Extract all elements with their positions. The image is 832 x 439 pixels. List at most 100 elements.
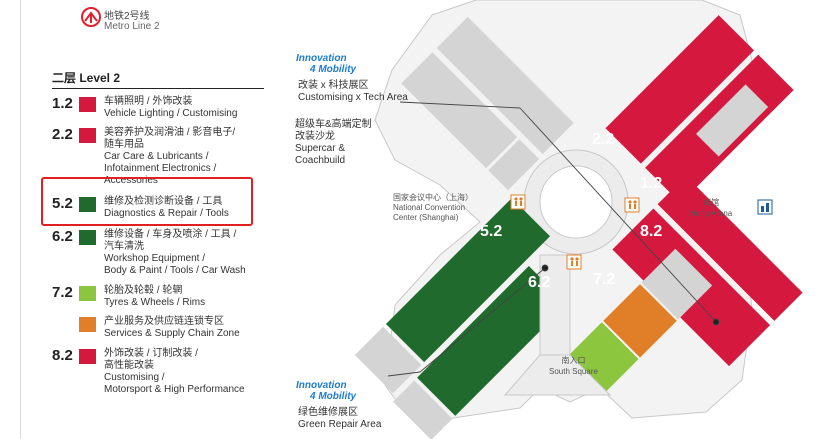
hall-grey-tr [696, 84, 769, 157]
legend-line: 高性能改装 [104, 360, 154, 371]
legend-line: Tyres & Wheels / Rims [104, 297, 206, 308]
legend-line: Services & Supply Chain Zone [104, 328, 240, 339]
supercar-cn1: 超级车&高端定制 [295, 119, 372, 130]
legend-color-swatch [79, 349, 96, 364]
legend-line: 轮胎及轮毂 / 轮辋 [104, 285, 183, 296]
leader-lines [387, 101, 720, 377]
hall-5-2-block[interactable] [385, 198, 551, 363]
legend-row-text: 美容养护及润滑油 / 影音电子/ 随车用品 Car Care & Lubrica… [104, 127, 235, 187]
south-entrance-cn: 南入口 [561, 356, 586, 365]
hall-number-2-2: 2.2 [592, 131, 614, 148]
innovation-top-badge: Innovation 4 Mobility [296, 53, 356, 75]
leader-dot-top [712, 318, 720, 326]
legend-color-swatch [79, 197, 96, 212]
south-entrance-label: 南入口 South Square [549, 355, 598, 377]
leader-line-top-diag [519, 107, 717, 323]
legend-row-text: 外饰改装 / 订制改装 / 高性能改装 Customising / Motors… [104, 348, 245, 396]
legend-line: 外饰改装 / 订制改装 / [104, 348, 198, 359]
hall-grey-bl-2 [393, 380, 453, 439]
metro-name-en: Metro Line 2 [104, 21, 160, 32]
lift-icon-south [566, 254, 582, 270]
metro-logo-icon [81, 7, 101, 27]
lift-icons [510, 194, 640, 270]
legend-hall-number: 5.2 [52, 195, 73, 212]
legend-line: Workshop Equipment / [104, 253, 205, 264]
legend-hall-number: 6.2 [52, 228, 73, 245]
legend-color-swatch [79, 317, 96, 332]
legend-line: Vehicle Lighting / Customising [104, 108, 238, 119]
legend-line: Car Care & Lubricants / [104, 151, 209, 162]
leader-dot-bottom [541, 264, 549, 272]
legend-line: 随车用品 [104, 139, 144, 150]
innovation-bottom-en: Green Repair Area [298, 419, 382, 430]
legend-line: Infotainment Electronics / [104, 163, 217, 174]
innovation-bottom-line1: Innovation [296, 380, 347, 391]
supercar-cn2: 改装沙龙 [295, 131, 335, 142]
central-plaza-inner [539, 165, 613, 239]
hong-arena-en: Hong Arena [690, 209, 733, 218]
legend-line: Accessories [104, 175, 158, 186]
innovation-bottom-badge: Innovation 4 Mobility [296, 380, 356, 402]
legend-row-text: 维修设备 / 车身及喷涂 / 工具 / 汽车清洗 Workshop Equipm… [104, 229, 246, 277]
legend-hall-number: 8.2 [52, 347, 73, 364]
innovation-top-line1: Innovation [296, 53, 347, 64]
hall-number-1-2: 1.2 [640, 175, 662, 192]
hall-arm-top-left [401, 16, 574, 191]
services-zone-block[interactable] [603, 284, 677, 358]
legend-line: Body & Paint / Tools / Car Wash [104, 265, 246, 276]
hall-number-7-2: 7.2 [593, 271, 615, 288]
legend-line: 维修及检测诊断设备 / 工具 [104, 196, 223, 207]
nc-cn: 国家会议中心（上海） [393, 193, 473, 202]
hall-grey-72 [641, 248, 713, 320]
legend-divider [52, 88, 264, 89]
legend-hall-number: 1.2 [52, 95, 73, 112]
hong-arena-cn: 虹馆 [703, 198, 720, 207]
legend-row-text: 维修及检测诊断设备 / 工具 Diagnostics & Repair / To… [104, 196, 229, 220]
supercar-en2: Coachbuild [295, 155, 346, 166]
hall-grey-tl-3 [436, 16, 574, 155]
legend-row-text: 产业服务及供应链连锁专区 Services & Supply Chain Zon… [104, 316, 240, 340]
legend-line: 美容养护及润滑油 / 影音电子/ [104, 127, 236, 138]
legend-hall-number: 7.2 [52, 284, 73, 301]
innovation-bottom-label: 绿色维修展区 Green Repair Area [298, 407, 381, 431]
legend-color-swatch [79, 97, 96, 112]
legend-line: 汽车清洗 [104, 241, 144, 252]
nc-label: 国家会议中心（上海） National Convention Center (S… [393, 193, 473, 223]
legend-line: Motorsport & High Performance [104, 384, 245, 395]
left-edge-line [20, 0, 21, 439]
legend-color-swatch [79, 286, 96, 301]
hall-number-5-2: 5.2 [480, 223, 502, 240]
south-entrance-en: South Square [549, 367, 598, 376]
leader-line-bottom-diag [419, 267, 546, 373]
innovation-top-line2: 4 Mobility [310, 64, 357, 75]
innovation-top-en: Customising x Tech Area [298, 92, 408, 103]
legend-color-swatch [79, 230, 96, 245]
legend-row-text: 车辆照明 / 外饰改装 Vehicle Lighting / Customisi… [104, 96, 237, 120]
legend-line: 产业服务及供应链连锁专区 [104, 316, 224, 327]
legend-line: 车辆照明 / 外饰改装 [104, 96, 193, 107]
hall-grey-tl-2 [488, 139, 540, 191]
leader-line-bottom [387, 371, 421, 377]
hong-arena-label: 虹馆 Hong Arena [690, 197, 732, 219]
hall-6-2-block[interactable] [417, 265, 567, 416]
hall-grey-tl-1 [401, 52, 518, 169]
leader-line-top [399, 101, 521, 109]
legend-row-text: 轮胎及轮毂 / 轮辋 Tyres & Wheels / Rims [104, 285, 205, 309]
hong-arena-icon [757, 199, 773, 215]
innovation-bottom-cn: 绿色维修展区 [298, 407, 358, 418]
supercar-label: 超级车&高端定制 改装沙龙 Supercar & Coachbuild [295, 119, 372, 167]
walkway-south [539, 254, 571, 356]
hall-2-2-block[interactable] [605, 15, 755, 164]
lift-icon-east [624, 197, 640, 213]
hall-number-8-2: 8.2 [640, 223, 662, 240]
legend-line: Diagnostics & Repair / Tools [104, 208, 229, 219]
hall-arm-top-right [605, 15, 794, 204]
innovation-top-cn: 改装 x 科技展区 [298, 80, 369, 91]
highlight-box [41, 177, 253, 226]
innovation-bottom-line2: 4 Mobility [310, 391, 357, 402]
legend-title: 二层 Level 2 [52, 71, 121, 85]
hall-grey-bl-1 [354, 326, 422, 394]
hall-8-2-block-b[interactable] [657, 175, 803, 321]
